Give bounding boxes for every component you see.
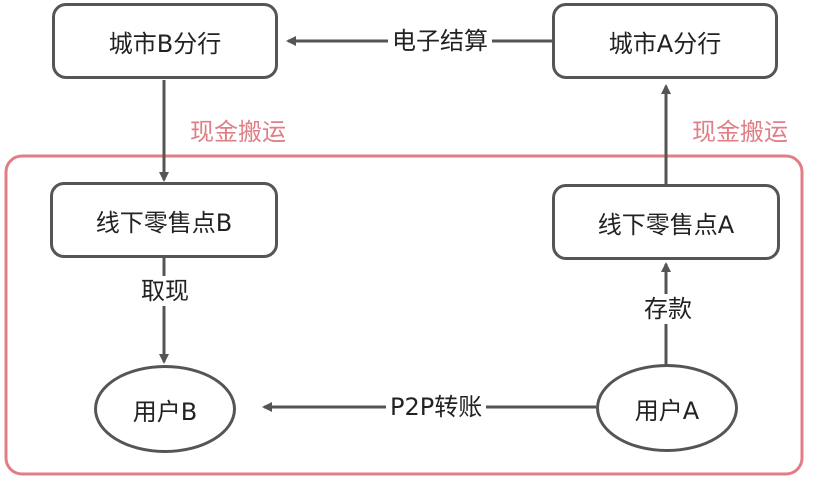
cash-region-border: [4, 154, 804, 476]
edge-label-withdraw: 取现: [137, 276, 193, 306]
annotation-cash-transport-left: 现金搬运: [190, 118, 286, 146]
node-bank-a: 城市A分行: [552, 3, 778, 79]
edge-label-deposit: 存款: [640, 294, 696, 324]
node-user-b: 用户B: [94, 365, 236, 453]
node-retail-a: 线下零售点A: [552, 184, 780, 260]
node-retail-b: 线下零售点B: [50, 182, 278, 258]
node-bank-b: 城市B分行: [52, 3, 278, 79]
node-user-a-label: 用户A: [634, 396, 700, 425]
node-user-b-label: 用户B: [132, 397, 198, 426]
node-retail-a-label: 线下零售点A: [597, 210, 735, 239]
edge-label-p2p-transfer: P2P转账: [386, 392, 487, 422]
node-bank-b-label: 城市B分行: [108, 29, 222, 58]
node-bank-a-label: 城市A分行: [608, 29, 722, 58]
node-retail-b-label: 线下零售点B: [95, 208, 233, 237]
annotation-cash-transport-right: 现金搬运: [692, 118, 788, 146]
node-user-a: 用户A: [596, 364, 738, 452]
edge-label-electronic-settlement: 电子结算: [388, 26, 492, 56]
